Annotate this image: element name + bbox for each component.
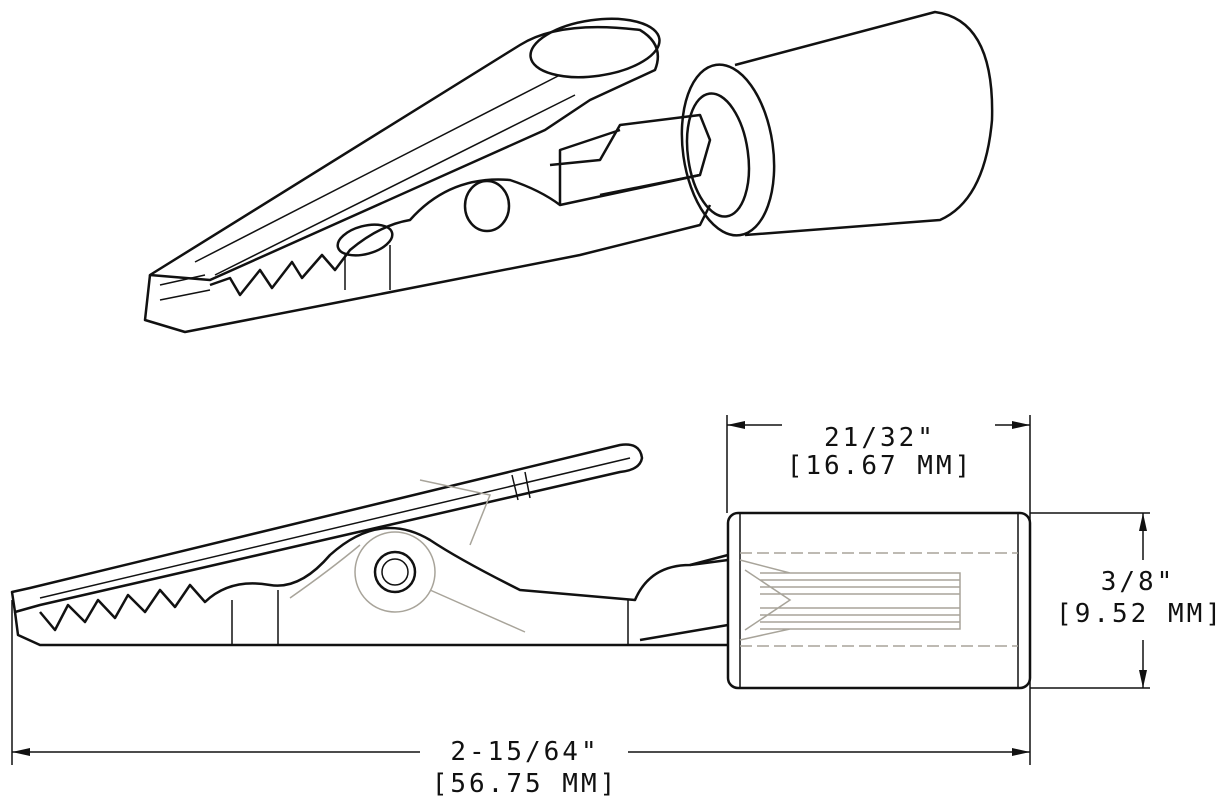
cap-diameter-imperial: 3/8"	[1101, 567, 1176, 597]
upper-jaw	[148, 25, 660, 282]
pivot-rivet-side	[373, 550, 417, 594]
arrowheads	[12, 421, 1147, 756]
insulator-side	[726, 511, 1032, 690]
dimension-labels: 21/32" [16.67 MM] 3/8" [9.52 MM] 2-15/64…	[432, 423, 1224, 799]
overall-length-imperial: 2-15/64"	[450, 737, 599, 767]
thumb-pad	[529, 17, 661, 79]
dimension-lines	[11, 415, 1150, 765]
overall-length-metric: [56.75 MM]	[432, 769, 619, 799]
cap-diameter-metric: [9.52 MM]	[1056, 599, 1224, 629]
insulator-front-face	[680, 63, 776, 237]
side-view	[10, 443, 1032, 690]
pivot-rivet	[463, 179, 511, 233]
cap-length-metric: [16.67 MM]	[787, 451, 974, 481]
lower-jaw-side	[13, 611, 728, 647]
isometric-view	[143, 10, 994, 334]
insulator-body	[734, 10, 994, 237]
lower-jaw	[143, 204, 712, 334]
upper-jaw-side	[10, 443, 644, 614]
cap-length-imperial: 21/32"	[824, 423, 936, 453]
